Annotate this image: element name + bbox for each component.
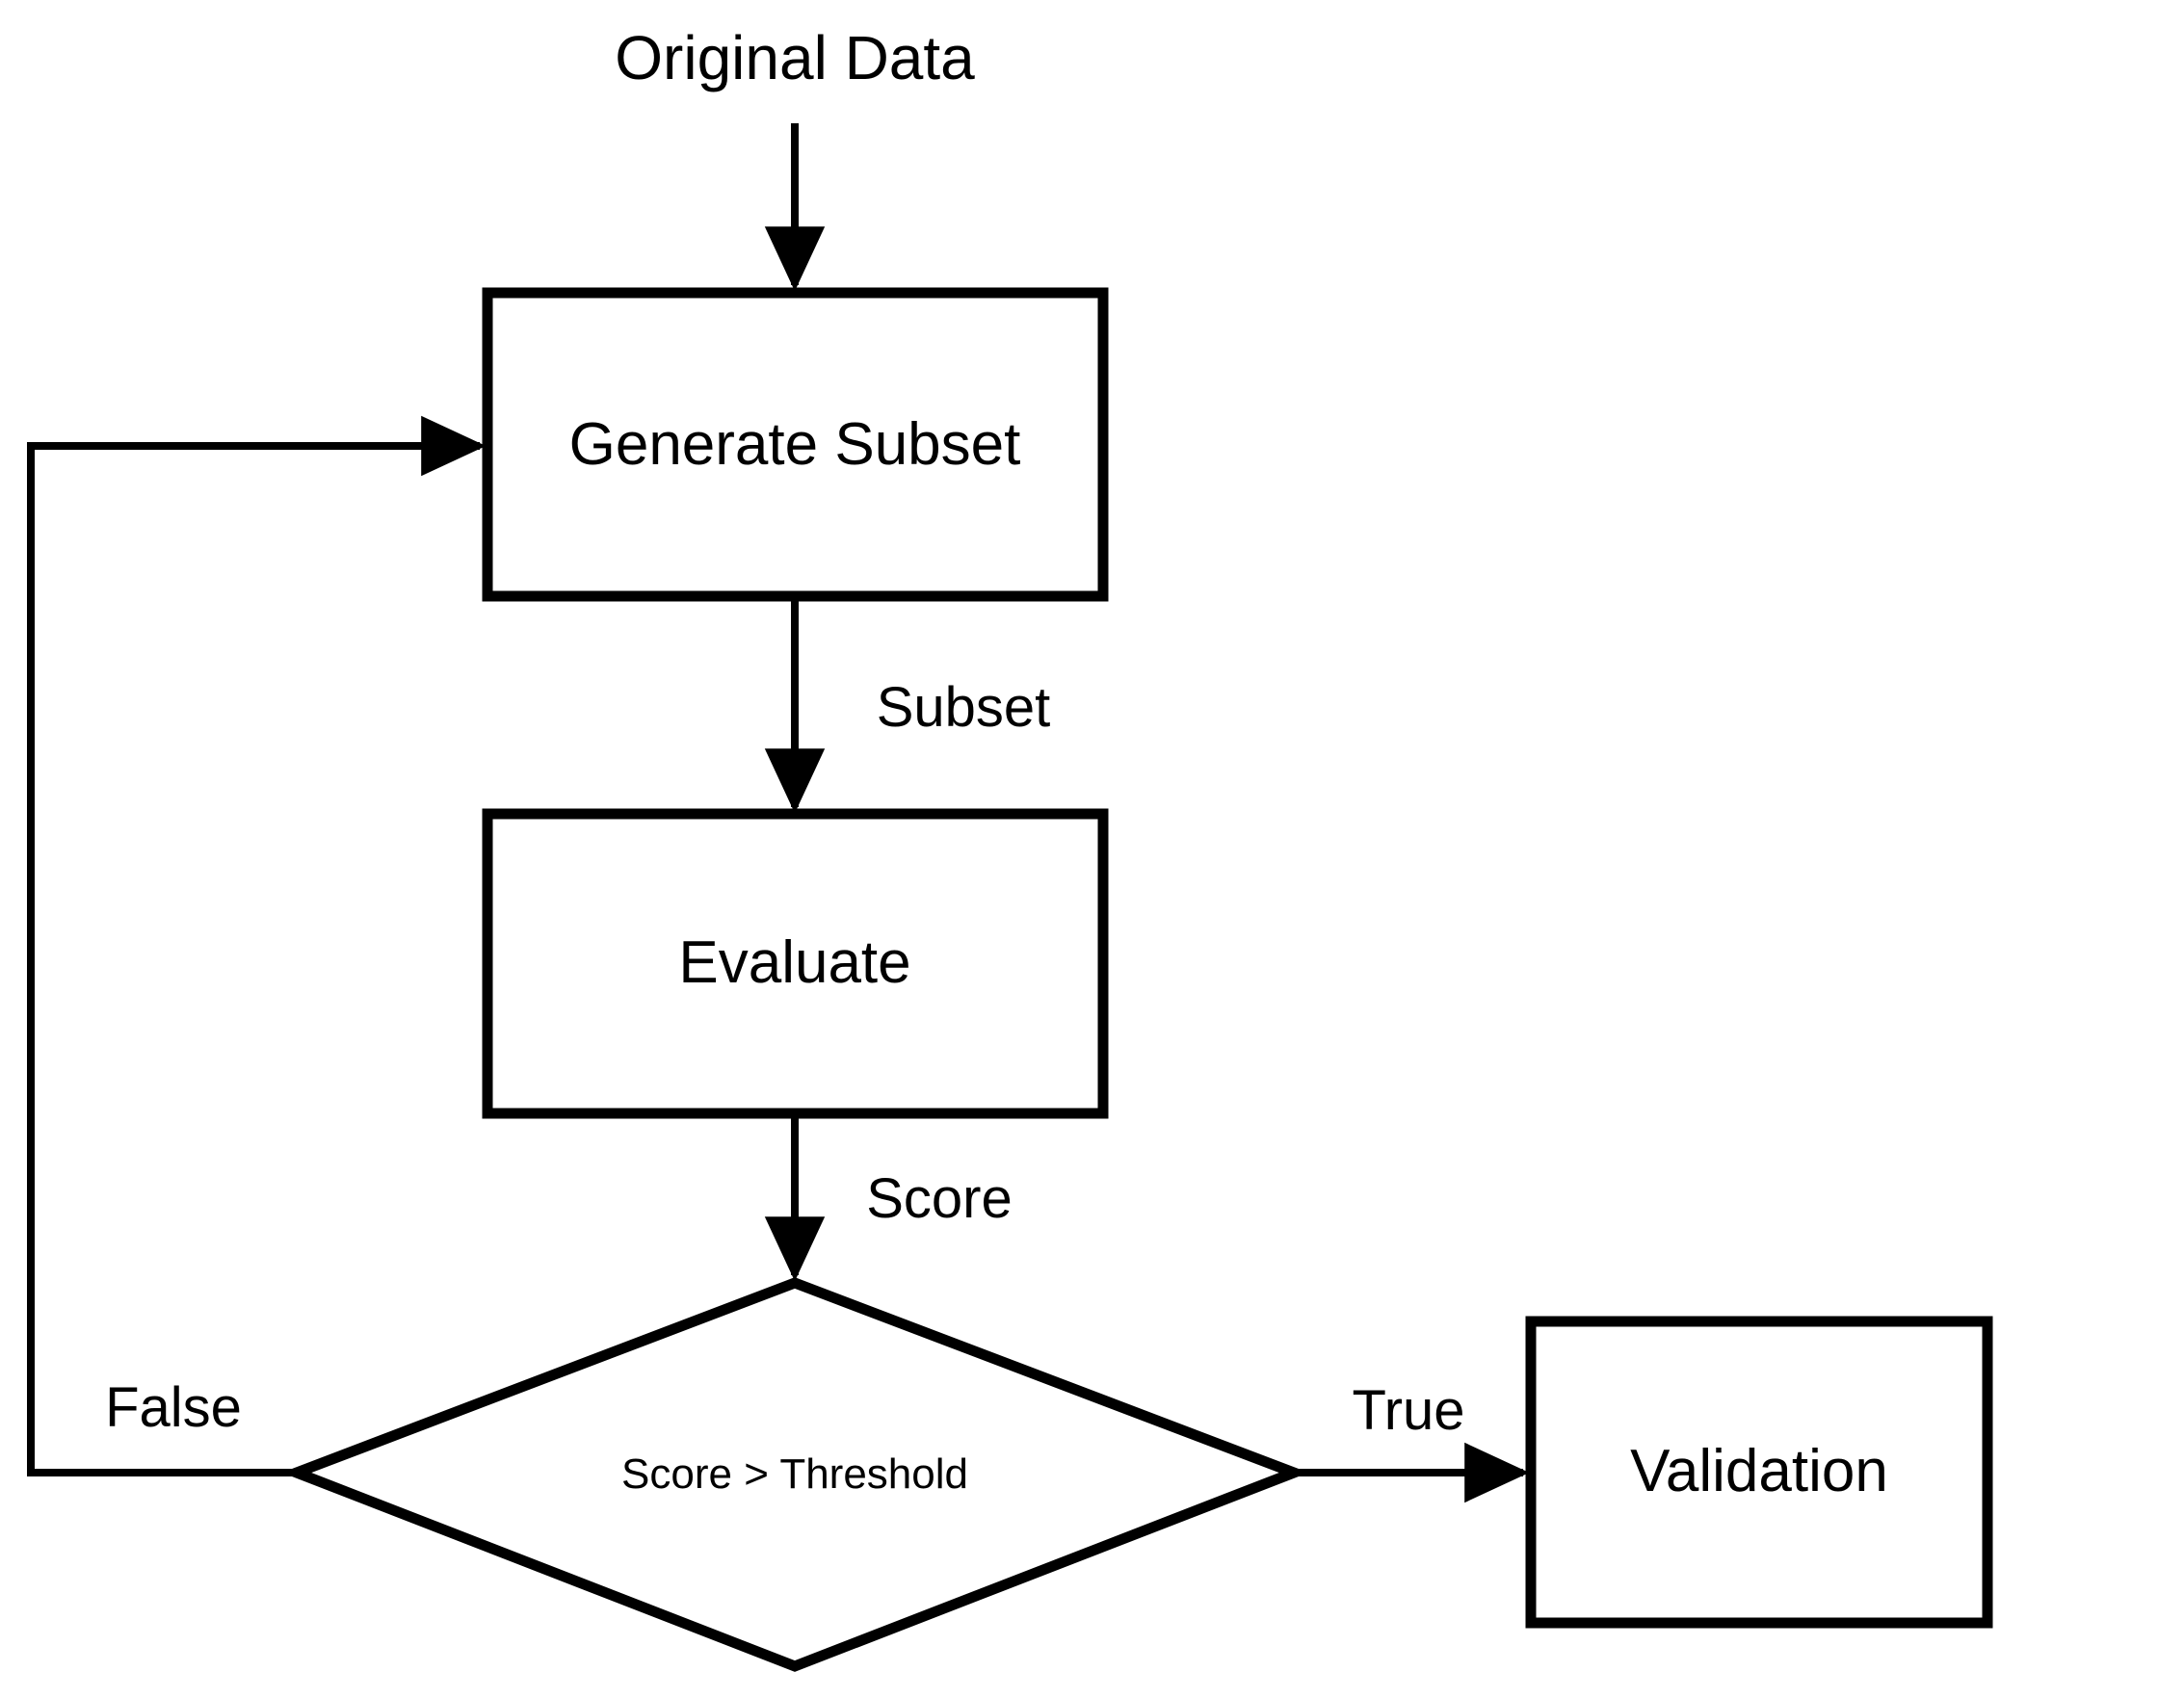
original-data-label: Original Data: [615, 23, 975, 92]
node-validation-box[interactable]: [1525, 1316, 1993, 1629]
edge-label-score: Score: [866, 1167, 1013, 1230]
node-decision-diamond[interactable]: [281, 1277, 1309, 1672]
edge-label-true: True: [1352, 1379, 1465, 1442]
node-label-validation: Validation: [1630, 1438, 1888, 1504]
node-label-evaluate: Evaluate: [678, 929, 911, 996]
node-evaluate-box[interactable]: [482, 808, 1109, 1119]
edge-label-subset: Subset: [876, 676, 1051, 739]
node-label-decision: Score > Threshold: [621, 1450, 968, 1498]
edge-decision-to-generate-subset-false: [27, 415, 487, 1476]
edge-label-false: False: [105, 1376, 242, 1439]
node-label-generate-subset: Generate Subset: [568, 411, 1021, 478]
